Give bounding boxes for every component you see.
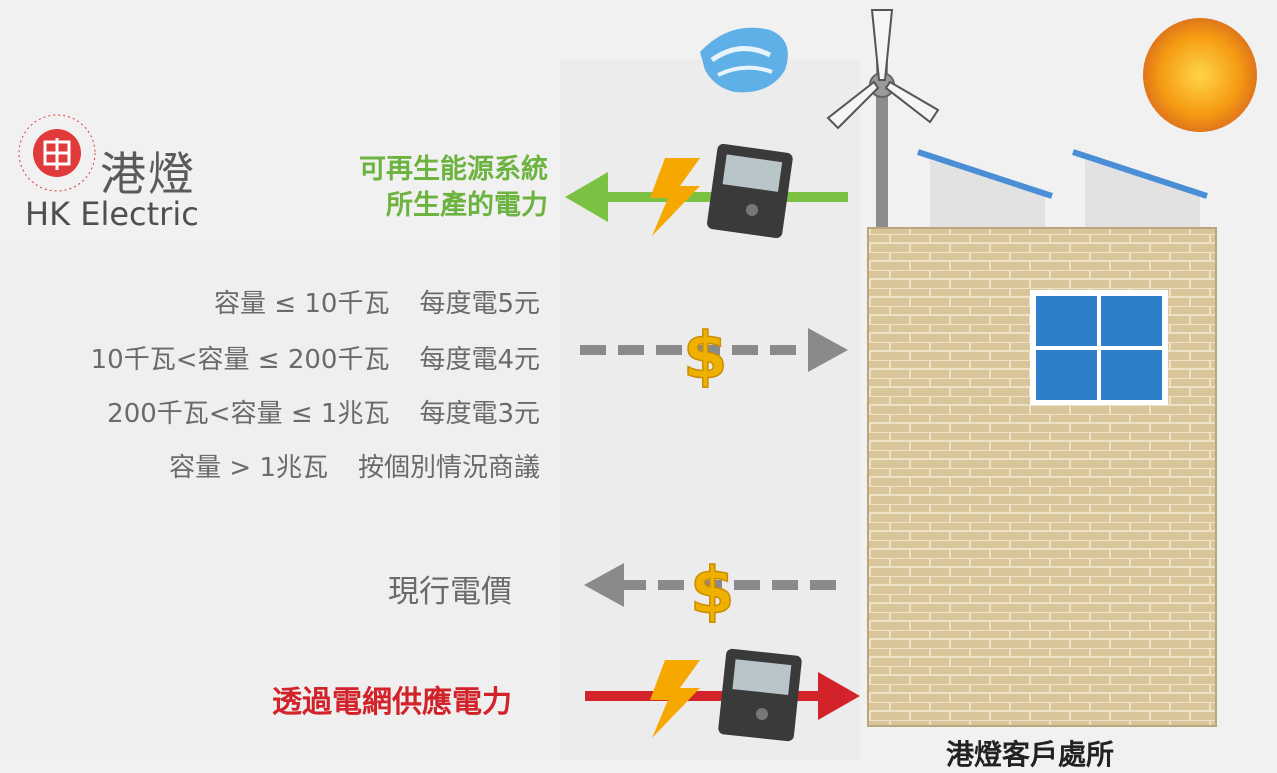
tariff-rate: 每度電4元 — [419, 345, 540, 375]
solar-panel-icon — [1072, 149, 1208, 228]
customer-building — [867, 227, 1217, 727]
grid-supply-label: 透過電網供應電力 — [272, 685, 512, 720]
wind-turbine-icon — [826, 9, 940, 230]
lightning-bolt-icon — [650, 660, 700, 738]
svg-text:$: $ — [690, 555, 735, 629]
tariff-capacity: 10千瓦<容量 ≤ 200千瓦 — [90, 345, 390, 375]
renewable-energy-label: 可再生能源系統 所生產的電力 — [300, 152, 548, 224]
feed-in-payment-arrow — [580, 328, 848, 372]
grid-supply-arrow — [585, 672, 860, 720]
tariff-capacity: 容量 > 1兆瓦 — [169, 453, 328, 483]
tariff-rate: 每度電5元 — [419, 289, 540, 319]
current-tariff-label: 現行電價 — [388, 574, 512, 610]
renewable-label-line2: 所生產的電力 — [386, 190, 548, 221]
tariff-row: 容量 ≤ 10千瓦每度電5元 — [214, 283, 540, 320]
electricity-meter-icon — [718, 648, 802, 742]
tariff-capacity: 容量 ≤ 10千瓦 — [214, 289, 390, 319]
renewable-export-arrow — [565, 172, 848, 222]
tariff-row: 200千瓦<容量 ≤ 1兆瓦每度電3元 — [107, 393, 540, 430]
svg-text:$: $ — [683, 320, 728, 394]
logo-chinese-name: 港燈 — [100, 147, 196, 201]
lightning-bolt-icon — [650, 158, 700, 236]
solar-panel-icon — [917, 149, 1053, 228]
sun-icon — [1143, 18, 1257, 132]
premises-label: 港燈客戶處所 — [946, 738, 1115, 771]
electricity-meter-icon — [707, 143, 793, 239]
logo-english-name: HK Electric — [25, 195, 199, 233]
tariff-rate: 每度電3元 — [419, 399, 540, 429]
wind-icon — [700, 27, 788, 93]
tariff-row: 10千瓦<容量 ≤ 200千瓦每度電4元 — [91, 339, 540, 376]
tariff-rate: 按個別情況商議 — [357, 453, 540, 483]
renewable-label-line1: 可再生能源系統 — [359, 154, 548, 185]
current-tariff-arrow — [584, 563, 848, 607]
dollar-sign-icon: $ — [689, 554, 735, 630]
dollar-sign-icon: $ — [682, 319, 728, 395]
tariff-capacity: 200千瓦<容量 ≤ 1兆瓦 — [107, 399, 390, 429]
tariff-row: 容量 > 1兆瓦按個別情況商議 — [169, 447, 540, 484]
hk-electric-logo-icon — [12, 108, 102, 198]
